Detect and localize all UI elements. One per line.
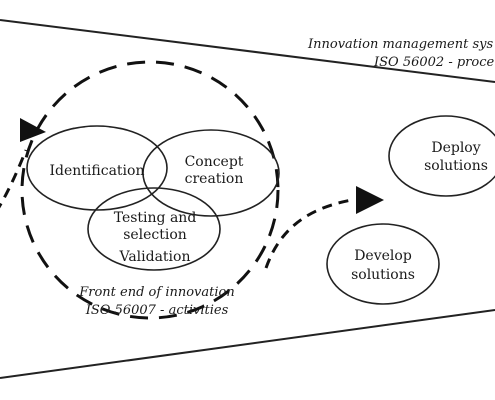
concept-label-line2: creation (185, 171, 244, 187)
concept-creation-ellipse (142, 129, 280, 217)
outgoing-arrowhead-icon (356, 186, 384, 214)
incoming-arrowhead-icon (20, 118, 46, 142)
front-end-dashed-circle (20, 60, 280, 320)
testing-selection-ellipse (87, 187, 221, 271)
concept-label-line1: Concept (185, 154, 244, 170)
testing-label-line2: selection (123, 227, 187, 243)
funnel-bottom-line (0, 309, 495, 379)
develop-solutions-ellipse (326, 223, 440, 305)
testing-label-line1: Testing and (114, 210, 197, 226)
identification-label: Identification (50, 163, 145, 179)
develop-label-line2: solutions (351, 267, 415, 283)
system-title-line1: Innovation management sys (307, 37, 493, 52)
funnel-top-line (0, 19, 495, 83)
deploy-solutions-ellipse (388, 115, 495, 197)
system-title-line2: ISO 56002 - proce (373, 55, 494, 70)
deploy-label-line2: solutions (424, 158, 488, 174)
develop-label-line1: Develop (354, 248, 412, 264)
deploy-label-line1: Deploy (431, 140, 480, 156)
front-end-title-line2: ISO 56007 - activities (85, 303, 229, 318)
outgoing-dashed-path (264, 198, 353, 269)
testing-label-line3: Validation (119, 249, 191, 265)
identification-ellipse (26, 125, 168, 211)
front-end-title-line1: Front end of innovation (78, 285, 235, 300)
